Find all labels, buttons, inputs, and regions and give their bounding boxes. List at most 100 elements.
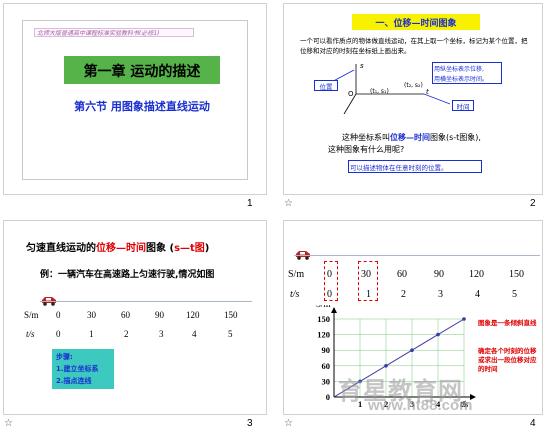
answer-box xyxy=(348,160,482,173)
slide-3-title: 匀速直线运动的位移—时间图象 (s—t图) xyxy=(26,239,209,254)
x-tick-label: 5 xyxy=(462,399,466,409)
title-mid: 图象 ( xyxy=(146,243,175,254)
s-value-1: 30 xyxy=(87,310,96,320)
chapter-title-box xyxy=(64,56,220,84)
x-tick-label: 2 xyxy=(384,399,388,409)
highlight-column-1 xyxy=(358,261,378,301)
y-tick-label: 0 xyxy=(326,392,330,402)
y-axis-label: S/m xyxy=(316,305,331,309)
axis-s-label: s xyxy=(360,62,364,70)
x-tick-label: 1 xyxy=(358,399,362,409)
step-1: 1.建立坐标系 xyxy=(56,365,99,373)
q1-prefix: 这种坐标系叫 xyxy=(342,133,390,142)
header-text: 北师大版普通高中课程标准实验教科书(必修1) xyxy=(37,30,160,37)
slide-4-thumbnail[interactable]: S/m t/s 0 30 60 90 120 150 0 1 2 3 4 5 S… xyxy=(283,220,543,415)
chart-note-2: 确定各个时刻的位移或求出一段位移对应的时间 xyxy=(478,347,537,373)
watermark-url: www.ht88.com xyxy=(368,397,473,414)
y-tick-label: 60 xyxy=(322,361,331,371)
s-value-5: 150 xyxy=(509,269,524,280)
x-axis-label: t/s xyxy=(460,399,469,409)
question-line-2: 这种图象有什么用呢? xyxy=(328,145,405,154)
y-tick-label: 120 xyxy=(317,330,330,340)
point-1-label: (t₁, s₁) xyxy=(370,88,389,95)
t-value-2: 2 xyxy=(401,289,406,300)
row-t-label: t/s xyxy=(26,329,35,339)
road-line xyxy=(40,301,252,302)
t-value-0: 0 xyxy=(56,329,61,339)
position-label-box xyxy=(314,80,338,91)
note-box xyxy=(432,62,502,84)
y-tick-label: 90 xyxy=(322,345,331,355)
chapter-title: 第一章 运动的描述 xyxy=(83,64,201,80)
t-value-2: 2 xyxy=(124,329,129,339)
s-value-2: 60 xyxy=(121,310,130,320)
slide-4-page-number: 4 xyxy=(530,418,536,429)
slide-3-thumbnail[interactable]: 匀速直线运动的位移—时间图象 (s—t图) 例：一辆汽车在高速路上匀速行驶,情况… xyxy=(3,220,267,415)
answer-text: 可以描述物体在任意时刻的位置。 xyxy=(350,164,448,172)
t-value-0: 0 xyxy=(327,289,332,300)
position-label: 位置 xyxy=(319,83,333,91)
car-icon-2 xyxy=(294,245,312,260)
time-label: 时间 xyxy=(456,103,470,111)
position-time-diagram xyxy=(323,64,451,115)
steps-box xyxy=(52,349,114,389)
data-point xyxy=(410,348,414,352)
x-axis-arrow-icon xyxy=(470,394,476,400)
slide-4-star-icon[interactable]: ☆ xyxy=(284,418,293,429)
q1-highlight: 位移—时间 xyxy=(390,133,430,142)
car-icon xyxy=(40,291,58,306)
s-value-3: 90 xyxy=(434,269,444,280)
slide-3-page-number: 3 xyxy=(247,418,253,429)
y-tick-label: 150 xyxy=(317,314,330,324)
title-prefix: 匀速直线运动的 xyxy=(26,243,96,254)
title-suffix: ) xyxy=(204,243,210,254)
x-tick-label: 4 xyxy=(436,399,441,409)
y-tick-label: 30 xyxy=(322,376,331,386)
step-2: 2.描点连线 xyxy=(56,377,92,385)
axis-t-label: t xyxy=(426,88,429,96)
s-value-0: 0 xyxy=(56,310,61,320)
slide-2-thumbnail[interactable]: 一、位移—时间图象 一个可以看作质点的物体做直线运动，在其上取一个坐标，标记为某… xyxy=(283,3,543,195)
t-value-4: 4 xyxy=(475,289,480,300)
t-value-3: 3 xyxy=(159,329,164,339)
header-bar xyxy=(34,28,194,37)
slide-2-page-number: 2 xyxy=(530,198,536,209)
data-point xyxy=(358,379,362,384)
t-value-4: 4 xyxy=(192,329,197,339)
row-t-label: t/s xyxy=(290,289,300,300)
road-line-2 xyxy=(294,255,540,256)
t-value-5: 5 xyxy=(512,289,517,300)
note-line-1: 用纵坐标表示位移, xyxy=(434,66,484,73)
steps-title: 步骤: xyxy=(56,353,73,361)
origin-label: O xyxy=(348,90,354,98)
title-highlight-1: 位移—时间 xyxy=(96,243,146,254)
title-highlight-2: s—t图 xyxy=(174,243,205,254)
row-s-label: S/m xyxy=(24,310,39,320)
data-point xyxy=(462,317,466,321)
time-label-box xyxy=(452,100,474,111)
y-axis-arrow-icon xyxy=(331,307,337,313)
s-value-0: 0 xyxy=(327,269,332,280)
question-line-1: 这种坐标系叫位移—时间图象(s-t图象), xyxy=(342,132,481,143)
data-point xyxy=(384,364,388,368)
section-title: 第六节 用图象描述直线运动 xyxy=(74,100,210,113)
slide-1-page-number: 1 xyxy=(247,198,253,209)
data-point xyxy=(436,332,440,337)
q1-suffix: 图象(s-t图象), xyxy=(430,133,481,142)
s-value-4: 120 xyxy=(186,310,200,320)
t-value-3: 3 xyxy=(438,289,443,300)
chart-note-1: 图象是一条倾斜直线 xyxy=(478,319,537,327)
example-text: 例：一辆汽车在高速路上匀速行驶,情况如图 xyxy=(40,270,215,280)
slide-2-star-icon[interactable]: ☆ xyxy=(284,198,293,209)
s-value-1: 30 xyxy=(361,269,371,280)
highlight-column-0 xyxy=(324,261,338,301)
point-2-label: (t₂, s₂) xyxy=(404,82,423,89)
title-box xyxy=(352,14,480,30)
slide-1-thumbnail[interactable]: 北师大版普通高中课程标准实验教科书(必修1) 第一章 运动的描述 第六节 用图象… xyxy=(3,3,267,195)
s-value-5: 150 xyxy=(224,310,238,320)
row-s-label: S/m xyxy=(288,269,305,280)
s-value-2: 60 xyxy=(397,269,407,280)
slide-3-star-icon[interactable]: ☆ xyxy=(4,418,13,429)
slide-2-title: 一、位移—时间图象 xyxy=(375,19,457,29)
